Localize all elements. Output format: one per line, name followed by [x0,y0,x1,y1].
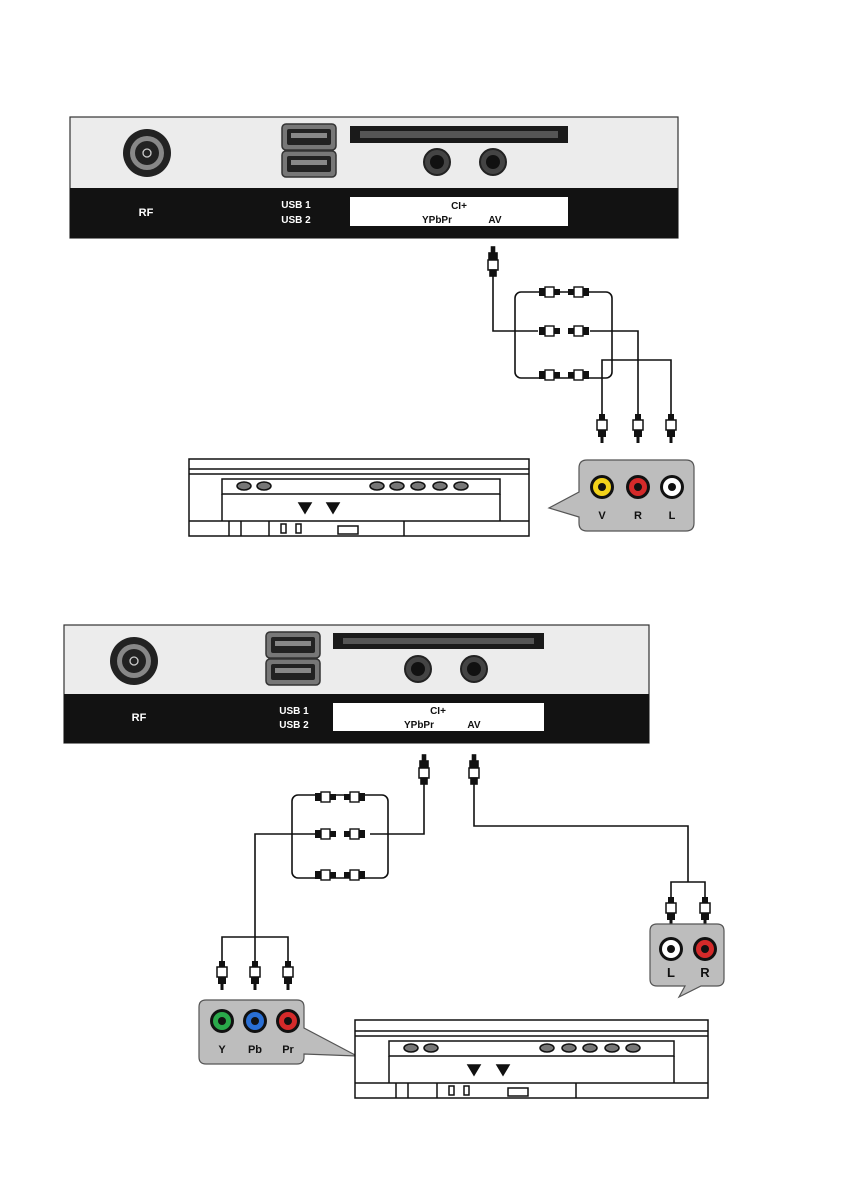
rca-plug-icon [419,755,429,784]
ypbpr-jack-icon[interactable] [405,656,431,682]
rca-jack-r[interactable] [626,475,650,499]
av-label: AV [467,720,480,731]
rf-label: RF [139,207,154,219]
diagram-2: RF USB 1 USB 2 CI+ YPbPr AV [64,625,724,1098]
ypbpr-jack-icon[interactable] [424,149,450,175]
tv-panel-2: RF USB 1 USB 2 CI+ YPbPr AV [64,625,649,743]
jack-label-r: R [700,965,710,980]
rca-plug-icon [488,247,498,276]
jack-label-r: R [634,510,642,522]
rca-jack-v[interactable] [590,475,614,499]
jack-label-l: L [667,965,675,980]
rca-plug-icon [250,961,260,990]
usb2-label: USB 2 [279,720,309,731]
ypbpr-cable [222,755,429,961]
rca-plug-icon [666,414,676,443]
av-input-callout: V R L [549,460,694,531]
audio-input-callout: L R [650,924,724,997]
av-jack-icon[interactable] [461,656,487,682]
ypbpr-label: YPbPr [404,720,434,731]
ypbpr-label: YPbPr [422,215,452,226]
rca-jack-pb[interactable] [243,1009,267,1033]
ci-label: CI+ [430,706,446,717]
component-input-callout: Y Pb Pr [199,1000,357,1064]
rca-plug-icon [217,961,227,990]
jack-label-pb: Pb [248,1044,262,1056]
usb1-label: USB 1 [279,706,309,717]
usb-port-icon[interactable] [266,632,320,658]
jack-label-pr: Pr [282,1044,294,1056]
connector-pair [539,326,589,336]
av-jack-icon[interactable] [480,149,506,175]
usb1-label: USB 1 [281,200,311,211]
jack-label-y: Y [218,1044,226,1056]
rca-jack-l[interactable] [660,475,684,499]
tv-panel-1: RF USB 1 USB 2 CI+ YPbPr AV [70,117,678,238]
connector-pair [315,792,365,802]
rf-label: RF [132,712,147,724]
diagram-1: RF USB 1 USB 2 CI+ YPbPr AV [70,117,694,536]
usb-port-icon[interactable] [282,151,336,177]
audio-cable [469,755,705,897]
av-label: AV [488,215,501,226]
rca-jack-pr[interactable] [276,1009,300,1033]
rca-jack-l[interactable] [659,937,683,961]
rca-plug-icon [700,897,710,926]
dvd-player-icon [355,1020,708,1098]
rf-socket-icon[interactable] [123,129,171,177]
rca-jack-r[interactable] [693,937,717,961]
rca-plug-icon [633,414,643,443]
dvd-player-icon [189,459,529,536]
usb-port-icon[interactable] [282,124,336,150]
usb-port-icon[interactable] [266,659,320,685]
jack-label-v: V [598,510,606,522]
rca-plug-icon [283,961,293,990]
connector-pair [315,829,365,839]
rca-plug-icon [597,414,607,443]
rca-plug-icon [469,755,479,784]
ci-label: CI+ [451,201,467,212]
rca-plug-icon [666,897,676,926]
usb2-label: USB 2 [281,215,311,226]
rca-jack-y[interactable] [210,1009,234,1033]
jack-label-l: L [669,510,676,522]
rf-socket-icon[interactable] [110,637,158,685]
